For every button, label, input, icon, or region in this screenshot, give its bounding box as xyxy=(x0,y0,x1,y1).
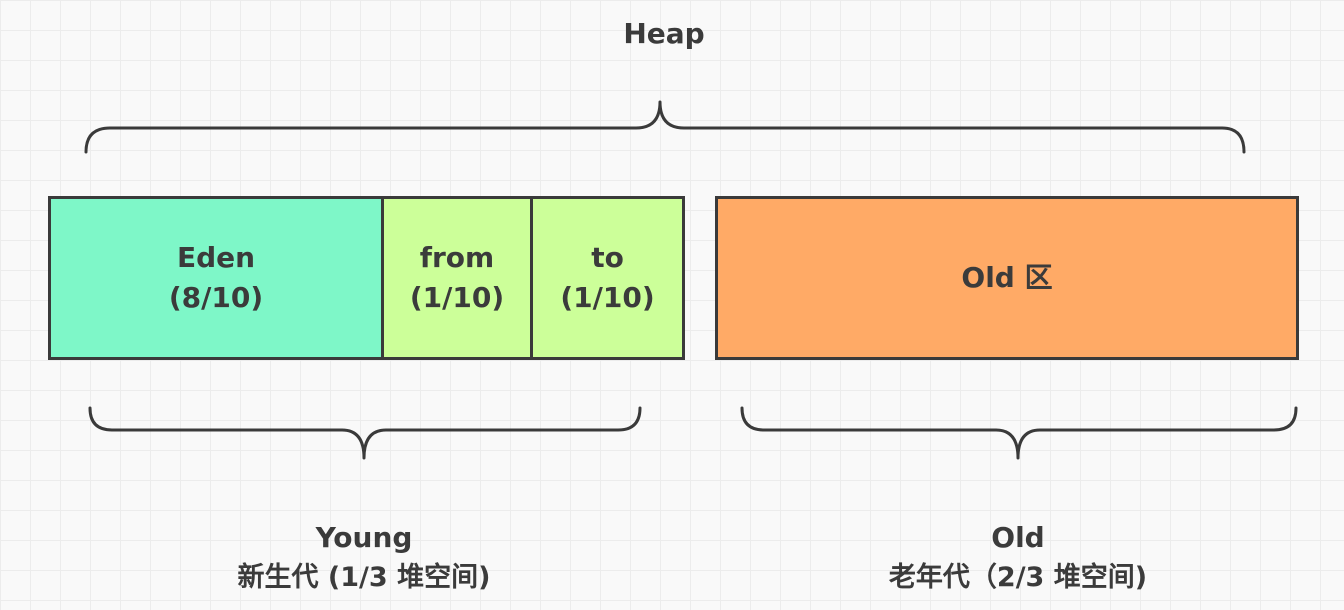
young-brace xyxy=(88,406,642,460)
old-brace xyxy=(740,406,1298,460)
from-box: from (1/10) xyxy=(381,196,533,360)
old-caption: 老年代（2/3 堆空间) xyxy=(888,562,1148,593)
eden-box: Eden (8/10) xyxy=(48,196,384,360)
to-name: to xyxy=(591,241,624,274)
old-box-label: Old 区 xyxy=(961,261,1053,294)
old-label: Old xyxy=(991,521,1045,554)
heap-label: Heap xyxy=(623,17,705,50)
young-label: Young xyxy=(315,521,413,554)
eden-name: Eden xyxy=(176,241,256,274)
eden-ratio: (8/10) xyxy=(168,281,264,314)
heap-brace xyxy=(84,100,1246,154)
to-box: to (1/10) xyxy=(530,196,685,360)
from-name: from xyxy=(419,241,495,274)
to-ratio: (1/10) xyxy=(560,281,655,314)
young-caption: 新生代 (1/3 堆空间) xyxy=(237,562,491,593)
from-ratio: (1/10) xyxy=(409,281,505,314)
old-box: Old 区 xyxy=(715,196,1299,360)
